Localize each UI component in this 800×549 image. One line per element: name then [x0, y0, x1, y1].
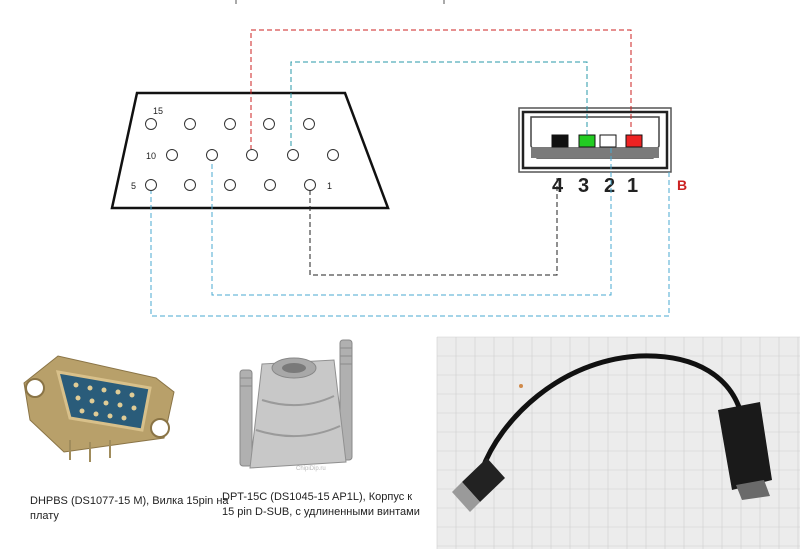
vga-pin-13b	[224, 118, 236, 130]
vga-label-1: 1	[327, 181, 332, 191]
usb-side-label: B	[677, 177, 687, 193]
usb-number-3: 3	[578, 175, 589, 197]
usb-pin-3-contact	[578, 134, 596, 148]
wire-blue-data	[211, 148, 612, 296]
vga-pin-13	[263, 118, 275, 130]
vga-connector-outline	[110, 91, 390, 210]
usb-pin-2-contact	[599, 134, 617, 148]
usb-pin-4-contact	[551, 134, 569, 148]
vga-label-10: 10	[146, 151, 156, 161]
vga-pin-6	[327, 149, 339, 161]
dhpbs-caption: DHPBS (DS1077-15 M), Вилка 15pin на плат…	[30, 495, 229, 522]
wire-black	[309, 178, 558, 276]
hood-watermark: ChipiDip.ru	[296, 466, 326, 472]
vga-pin-14b	[184, 118, 196, 130]
vga-pin-8	[246, 149, 258, 161]
vga-label-15: 15	[153, 106, 163, 116]
vga-pin-11	[303, 118, 315, 130]
vga-pin-9	[206, 149, 218, 161]
vga-pin-1	[304, 179, 316, 191]
vga-pin-10	[166, 149, 178, 161]
usb-pin-1-contact	[625, 134, 643, 148]
usb-connector	[518, 107, 672, 173]
dpt-15c-hood-photo: ChipiDip.ru	[239, 339, 353, 472]
vga-pin-4	[184, 179, 196, 191]
vga-pins	[145, 118, 339, 191]
vga-pin-15	[145, 118, 157, 130]
vga-label-5: 5	[131, 181, 136, 191]
dpt-15c-caption: DPT-15C (DS1045-15 AP1L), Корпус к 15 pi…	[222, 491, 420, 518]
dhpbs-plug-photo	[23, 355, 175, 462]
vga-pin-5	[145, 179, 157, 191]
wire-blue-shield	[150, 172, 670, 317]
usb-number-4: 4	[552, 175, 564, 197]
vga-pin-7	[287, 149, 299, 161]
vga-pin-3	[224, 179, 236, 191]
usb-number-1: 1	[627, 175, 638, 197]
wire-red	[250, 29, 632, 149]
wire-teal	[290, 61, 588, 149]
wires	[150, 29, 670, 317]
usb-to-vga-cable-photo	[436, 336, 800, 549]
usb-number-2: 2	[604, 175, 615, 197]
vga-pin-2	[264, 179, 276, 191]
